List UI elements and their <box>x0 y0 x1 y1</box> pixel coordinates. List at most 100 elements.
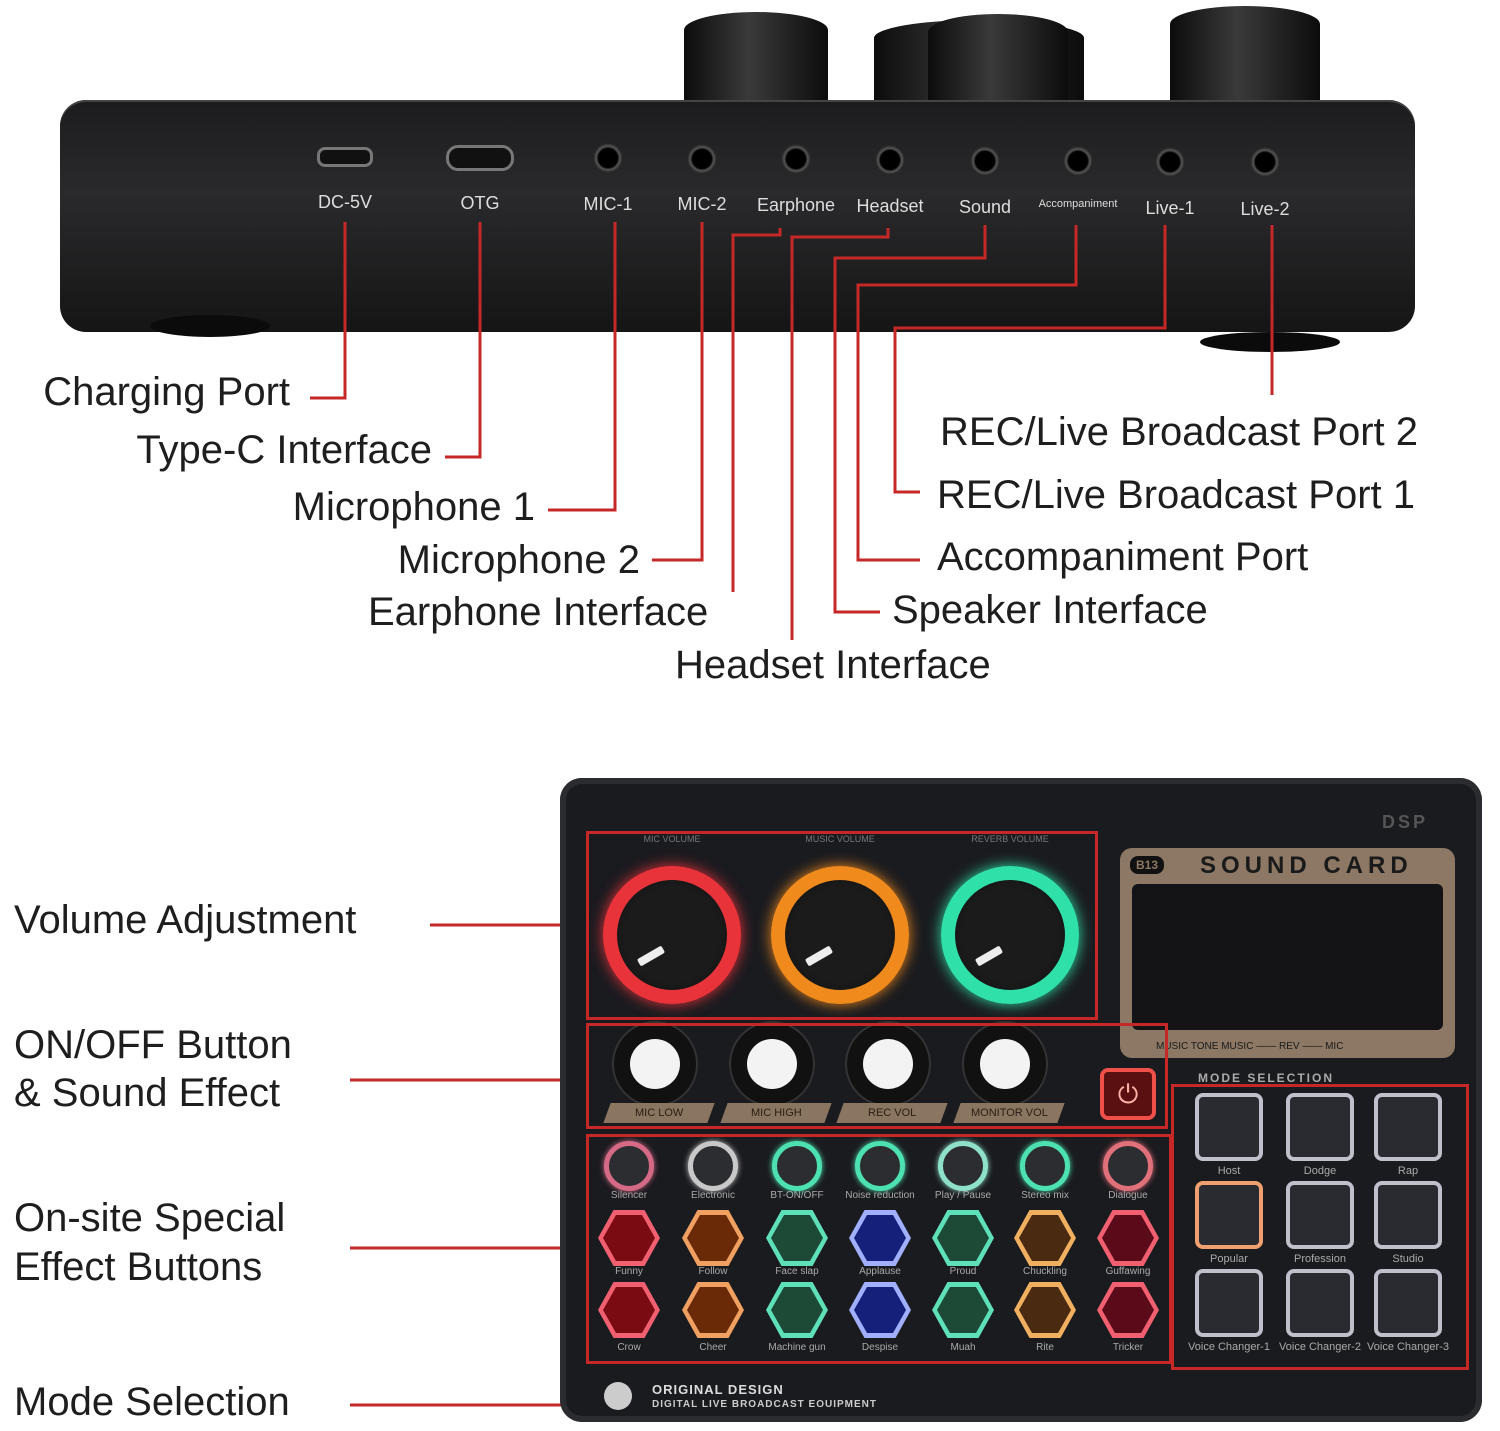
callout-volume: Volume Adjustment <box>14 898 357 942</box>
port-jack <box>1155 146 1185 177</box>
hex-button-label: Muah <box>950 1342 976 1353</box>
hex-button-label: Tricker <box>1112 1342 1144 1353</box>
hex-effect-button[interactable] <box>598 1282 660 1338</box>
mode-button[interactable] <box>1286 1093 1354 1161</box>
mode-button[interactable] <box>1195 1269 1263 1337</box>
mode-button-label: Voice Changer-3 <box>1367 1341 1449 1353</box>
hex-effect-button[interactable] <box>682 1210 744 1266</box>
mode-button[interactable] <box>1195 1181 1263 1249</box>
hex-effect-button[interactable] <box>932 1282 994 1338</box>
volume-knob-label: REVERB VOLUME <box>971 834 1049 844</box>
port-jack <box>1063 146 1093 177</box>
port-usb-c <box>446 144 514 171</box>
mode-button[interactable] <box>1374 1269 1442 1337</box>
port-label: OTG <box>460 192 500 213</box>
hex-button-label: Crow <box>617 1342 641 1353</box>
brand-line: ORIGINAL DESIGN <box>652 1382 784 1397</box>
leader-headset <box>790 228 890 640</box>
port-label: Accompaniment <box>1038 197 1118 210</box>
hex-effect-button[interactable] <box>766 1210 828 1266</box>
port-label: Earphone <box>756 195 836 216</box>
hex-effect-button[interactable] <box>766 1282 828 1338</box>
round-button-label: Stereo mix <box>1021 1190 1069 1201</box>
dsp-label: DSP <box>1382 812 1429 832</box>
port-label: Live-2 <box>1240 199 1290 220</box>
callout-effects-2: Effect Buttons <box>14 1245 263 1289</box>
hex-effect-button[interactable] <box>1097 1282 1159 1338</box>
effects-section-box <box>586 1134 1172 1364</box>
small-knob[interactable] <box>980 1039 1030 1089</box>
hex-effect-button[interactable] <box>849 1210 911 1266</box>
mode-button[interactable] <box>1286 1269 1354 1337</box>
power-button[interactable]: ⏻ <box>1100 1068 1156 1120</box>
callout-live1: REC/Live Broadcast Port 1 <box>937 473 1415 517</box>
hex-button-label: Funny <box>615 1266 643 1277</box>
port-jack <box>593 143 623 174</box>
lcd-badge: B13 <box>1130 856 1165 874</box>
mode-button[interactable] <box>1374 1181 1442 1249</box>
round-effect-button[interactable] <box>938 1141 988 1191</box>
callout-earphone: Earphone Interface <box>368 590 709 634</box>
small-knob[interactable] <box>747 1039 797 1089</box>
hex-effect-button[interactable] <box>598 1210 660 1266</box>
hex-effect-button[interactable] <box>1097 1210 1159 1266</box>
hex-effect-button[interactable] <box>1014 1210 1076 1266</box>
round-effect-button[interactable] <box>604 1141 654 1191</box>
hex-effect-button[interactable] <box>1014 1282 1076 1338</box>
knob-top-1 <box>684 12 828 112</box>
volume-knob-label: MIC VOLUME <box>643 834 701 844</box>
hex-button-label: Chuckling <box>1023 1266 1067 1277</box>
round-effect-button[interactable] <box>1103 1141 1153 1191</box>
mode-button-label: Dodge <box>1303 1165 1337 1177</box>
small-knob[interactable] <box>630 1039 680 1089</box>
mode-button-label: Profession <box>1294 1253 1346 1265</box>
hex-effect-button[interactable] <box>682 1282 744 1338</box>
mode-button[interactable] <box>1374 1093 1442 1161</box>
hex-button-label: Guffawing <box>1105 1266 1151 1277</box>
round-button-label: Play / Pause <box>934 1190 992 1201</box>
port-jack <box>781 144 811 175</box>
port-label: Live-1 <box>1145 198 1195 219</box>
lcd-display: B13 SOUND CARD MUSIC TONE MUSIC —— REV —… <box>1120 848 1455 1058</box>
foot-left <box>150 315 270 337</box>
round-effect-button[interactable] <box>855 1141 905 1191</box>
round-effect-button[interactable] <box>1020 1141 1070 1191</box>
mode-button-label: Rap <box>1397 1165 1419 1177</box>
callout-onoff-2: & Sound Effect <box>14 1071 281 1115</box>
round-effect-button[interactable] <box>688 1141 738 1191</box>
callout-charging-port: Charging Port <box>43 370 290 414</box>
round-button-label: Noise reduction <box>845 1190 915 1201</box>
leader-earphone <box>731 228 782 592</box>
hex-effect-button[interactable] <box>849 1282 911 1338</box>
round-button-label: Silencer <box>610 1190 648 1201</box>
round-button-label: BT-ON/OFF <box>770 1190 824 1201</box>
power-icon: ⏻ <box>1117 1079 1139 1109</box>
port-jack <box>970 145 1000 176</box>
round-effect-button[interactable] <box>772 1141 822 1191</box>
port-jack <box>687 143 717 174</box>
callout-mic1: Microphone 1 <box>292 485 535 529</box>
callout-typec: Type-C Interface <box>136 428 432 472</box>
brand-logo <box>604 1382 632 1410</box>
lcd-screen <box>1132 884 1443 1030</box>
small-knob[interactable] <box>863 1039 913 1089</box>
leader-typec <box>445 222 482 459</box>
mode-button[interactable] <box>1195 1093 1263 1161</box>
volume-knob-label: MUSIC VOLUME <box>805 834 875 844</box>
sound-effect-section-box <box>586 1023 1168 1129</box>
foot-right <box>1200 332 1340 352</box>
knob-top-4 <box>1170 6 1320 112</box>
knob-top-3 <box>928 14 1068 110</box>
port-label: MIC-1 <box>583 193 633 214</box>
leader-charging <box>310 222 347 400</box>
hex-effect-button[interactable] <box>932 1210 994 1266</box>
mode-button[interactable] <box>1286 1181 1354 1249</box>
round-button-label: Electronic <box>691 1190 735 1201</box>
mode-button-label: Voice Changer-2 <box>1279 1341 1361 1353</box>
volume-section-box <box>586 831 1098 1020</box>
callout-effects-1: On-site Special <box>14 1196 286 1240</box>
brand-sub: DIGITAL LIVE BROADCAST EQUIPMENT <box>652 1399 877 1407</box>
leader-live1 <box>893 225 1167 494</box>
mode-header: MODE SELECTION <box>1198 1071 1335 1085</box>
